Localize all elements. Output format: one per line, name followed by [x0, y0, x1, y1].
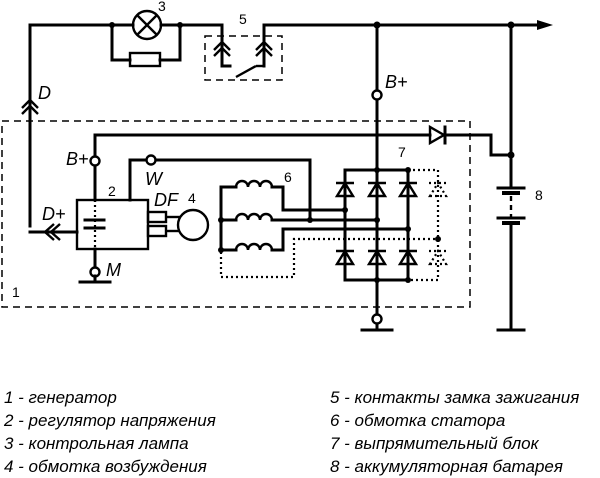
- optional-diode-lower: [428, 248, 448, 266]
- label-stator-number: 6: [284, 169, 292, 185]
- ignition-contacts: 5: [204, 11, 283, 81]
- label-b-plus-top: B+: [385, 72, 408, 92]
- lamp-icon: [131, 9, 163, 41]
- legend-item: 5 - контакты замка зажигания: [330, 388, 580, 407]
- b-plus-terminal: [371, 89, 383, 101]
- label-W: W: [145, 169, 164, 189]
- aux-diode-line: [93, 124, 513, 160]
- d-connector: D: [21, 83, 51, 115]
- generator-boundary: [1, 120, 471, 308]
- diode-upper-1: [334, 180, 356, 198]
- legend-item: 6 - обмотка статора: [330, 411, 506, 430]
- stator-winding: 6: [218, 169, 438, 279]
- b-plus-regulator-terminal: [89, 155, 101, 167]
- output-arrow-icon: [537, 20, 553, 30]
- legend-item: 8 - аккумуляторная батарея: [330, 457, 563, 476]
- voltage-regulator: 2 B+ W D+ M DF: [28, 149, 312, 284]
- diode-lower-3: [397, 248, 419, 266]
- switch-lever: [235, 64, 257, 79]
- diode-lower-1: [334, 248, 356, 266]
- ground-terminal: [371, 313, 383, 325]
- legend-left: 1 - генератор 2 - регулятор напряжения 3…: [4, 386, 216, 478]
- diode-icon: [428, 124, 447, 146]
- label-DF: DF: [154, 190, 179, 210]
- label-ignition-number: 5: [239, 11, 247, 27]
- legend-item: 4 - обмотка возбуждения: [4, 457, 207, 476]
- label-regulator-number: 2: [108, 183, 116, 199]
- label-b-plus-regulator: B+: [66, 149, 89, 169]
- label-rectifier-number: 7: [398, 144, 406, 160]
- label-lamp-number: 3: [158, 0, 166, 14]
- rectifier-block: 7: [334, 144, 448, 332]
- diode-lower-2: [366, 248, 388, 266]
- control-lamp: 3: [109, 0, 183, 68]
- optional-diode-upper: [428, 180, 448, 198]
- legend-item: 7 - выпрямительный блок: [330, 434, 539, 453]
- label-M: M: [106, 260, 121, 280]
- label-battery-number: 8: [535, 187, 543, 203]
- w-terminal: [145, 154, 157, 166]
- diode-upper-3: [397, 180, 419, 198]
- battery-circuit: 8: [496, 21, 543, 332]
- legend-item: 1 - генератор: [4, 388, 117, 407]
- resistor-icon: [128, 51, 162, 68]
- field-winding: 4: [176, 190, 210, 242]
- label-D-plus: D+: [42, 204, 66, 224]
- legend-right: 5 - контакты замка зажигания 6 - обмотка…: [330, 386, 579, 478]
- label-field-number: 4: [188, 190, 196, 206]
- legend-item: 3 - контрольная лампа: [4, 434, 189, 453]
- legend-item: 2 - регулятор напряжения: [4, 411, 216, 430]
- label-D: D: [38, 83, 51, 103]
- label-generator-number: 1: [12, 284, 20, 300]
- diode-upper-2: [366, 180, 388, 198]
